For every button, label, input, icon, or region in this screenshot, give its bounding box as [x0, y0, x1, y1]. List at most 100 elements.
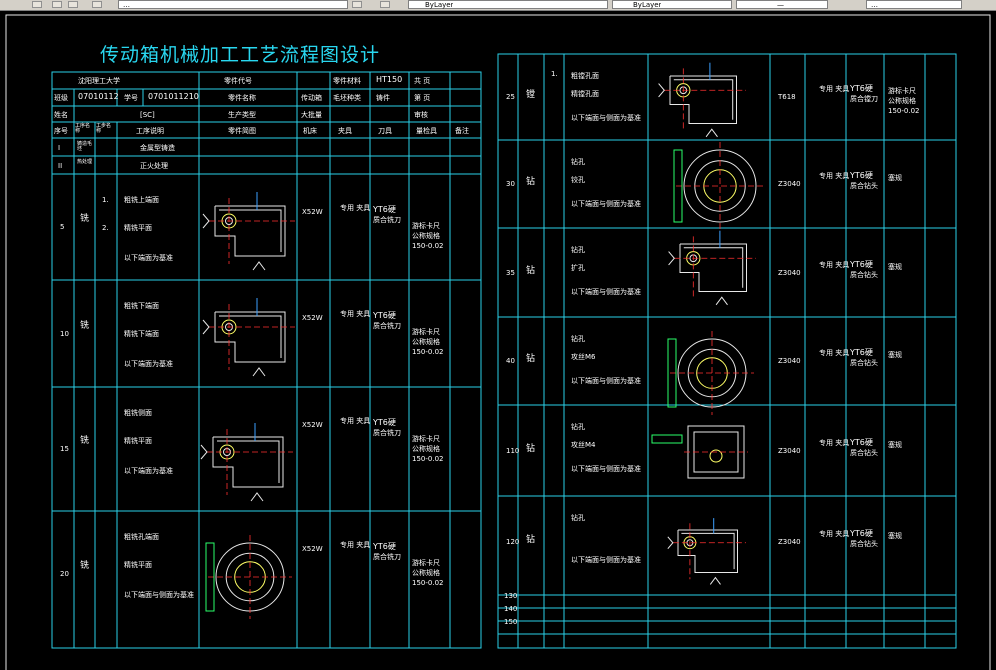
prep-row-desc: 正火处理 — [140, 162, 168, 170]
gauge-value: 游标卡尺 — [412, 435, 440, 443]
fixture-value: 专用 夹具 — [340, 310, 371, 318]
datum-note: 以下端面为基准 — [124, 467, 173, 475]
color-dropdown[interactable]: ByLayer — [408, 0, 608, 9]
step-desc: 精铣平面 — [124, 561, 152, 569]
col-fixture: 夹具 — [338, 127, 352, 135]
sun-icon[interactable] — [68, 1, 78, 8]
step-desc: 钻孔 — [571, 335, 585, 343]
machine-value: X52W — [302, 208, 323, 216]
tool-value: 质合铣刀 — [373, 553, 401, 561]
lock-icon[interactable] — [92, 1, 102, 8]
profile-line — [212, 436, 284, 488]
id-label: 学号 — [124, 94, 138, 102]
profile-line — [219, 315, 282, 358]
profile-line — [668, 251, 675, 266]
part-code-label: 零件代号 — [224, 77, 252, 85]
match-layer-icon[interactable] — [380, 1, 390, 8]
name-label: 姓名 — [54, 111, 68, 119]
row-operation: 钻 — [526, 177, 536, 187]
gauge-value: 塞规 — [888, 532, 902, 540]
col-sketch: 零件简图 — [228, 127, 256, 135]
tool-value: 质合铣刀 — [373, 216, 401, 224]
tool-value: 质合钻头 — [850, 359, 878, 367]
profile-line — [709, 576, 721, 585]
datum-note: 以下端面与侧面为基准 — [571, 288, 641, 296]
step-desc: 精铣平面 — [124, 437, 152, 445]
layer-dropdown[interactable]: … — [118, 0, 348, 9]
tool-value: 质合铣刀 — [373, 322, 401, 330]
profile-line — [715, 296, 728, 306]
tool-value: YT6硬 — [850, 84, 873, 93]
datum-note: 以下端面与侧面为基准 — [571, 114, 641, 122]
part-name-value: 传动箱 — [301, 94, 322, 102]
col-seq: 序号 — [54, 127, 68, 135]
part-name-label: 零件名称 — [228, 94, 256, 102]
machine-value: Z3040 — [778, 268, 801, 277]
fixture-value: 专用 夹具 — [819, 438, 850, 447]
row-number: 35 — [506, 268, 515, 277]
row-number: 140 — [504, 605, 518, 613]
linetype-dropdown[interactable]: ByLayer — [612, 0, 732, 9]
layer-name: … — [123, 1, 130, 9]
row-operation: 铣 — [80, 561, 90, 571]
tool-value: YT6硬 — [850, 529, 873, 538]
profile-line — [202, 213, 210, 229]
datum-note: 以下端面与侧面为基准 — [124, 591, 194, 599]
prep-row-op: 热处理 — [77, 159, 93, 165]
tool-value: YT6硬 — [373, 205, 396, 214]
row-number: 110 — [506, 446, 520, 455]
row-number: 10 — [60, 329, 69, 338]
gauge-value: 公称规格 — [412, 445, 440, 453]
outline — [673, 149, 683, 223]
step-desc: 粗铣侧面 — [124, 409, 152, 417]
profile-line — [200, 444, 208, 460]
step-desc: 钻孔 — [571, 514, 585, 522]
machine-value: Z3040 — [778, 180, 801, 188]
light-bulb-icon[interactable] — [52, 1, 62, 8]
gauge-value: 塞规 — [888, 440, 902, 449]
tool-value: 质合钻头 — [850, 540, 878, 548]
gauge-value: 游标卡尺 — [412, 222, 440, 230]
gauge-value: 公称规格 — [888, 97, 916, 105]
profile-line — [683, 247, 744, 288]
step-desc: 粗铣上端面 — [124, 196, 159, 204]
step-desc: 粗镗孔面 — [571, 72, 599, 80]
lineweight-dropdown[interactable]: — — [736, 0, 828, 9]
class-label: 班级 — [54, 94, 68, 102]
profile-line — [219, 209, 282, 252]
layer-prev-icon[interactable] — [352, 1, 362, 8]
datum-note: 以下端面与侧面为基准 — [571, 556, 641, 564]
fixture-value: 专用 夹具 — [819, 260, 850, 269]
drawing-canvas[interactable]: 传动箱机械加工工艺流程图设计 沈阳理工大学 零件代号 零件材料 HT150 共 … — [0, 10, 996, 670]
material-label: 零件材料 — [333, 77, 361, 85]
fixture-value: 专用 夹具 — [819, 85, 850, 93]
row-number: 130 — [504, 592, 518, 600]
col-machine: 机床 — [303, 127, 317, 135]
step-desc: 精铣下端面 — [124, 330, 159, 338]
col-gauge: 量检具 — [416, 127, 437, 135]
step-number: 1. — [551, 70, 558, 78]
blank-type-label: 毛坯种类 — [333, 94, 361, 102]
profile-line — [705, 128, 718, 138]
row-number: 40 — [506, 357, 515, 365]
outline — [205, 542, 215, 612]
gauge-value: 游标卡尺 — [412, 559, 440, 567]
fixture-value: 专用 夹具 — [819, 349, 850, 357]
class-value: 07010112 — [78, 92, 119, 101]
step-desc: 粗铣下端面 — [124, 302, 159, 310]
col-step-name: 工步名称 — [96, 123, 112, 134]
gauge-value: 游标卡尺 — [412, 328, 440, 336]
fixture-value: 专用 夹具 — [340, 541, 371, 549]
step-number: 1. — [102, 196, 109, 204]
profile-line — [250, 492, 264, 502]
gauge-value: 塞规 — [888, 262, 902, 271]
profile-line — [214, 311, 286, 363]
profile-line — [673, 79, 734, 120]
plotstyle-dropdown[interactable]: … — [866, 0, 962, 9]
layer-icon[interactable] — [32, 1, 42, 8]
row-number: 20 — [60, 570, 69, 578]
profile-line — [252, 367, 266, 377]
prep-row-desc: 金属型铸造 — [140, 144, 175, 152]
profile-line — [658, 83, 665, 98]
school-name: 沈阳理工大学 — [78, 77, 120, 85]
